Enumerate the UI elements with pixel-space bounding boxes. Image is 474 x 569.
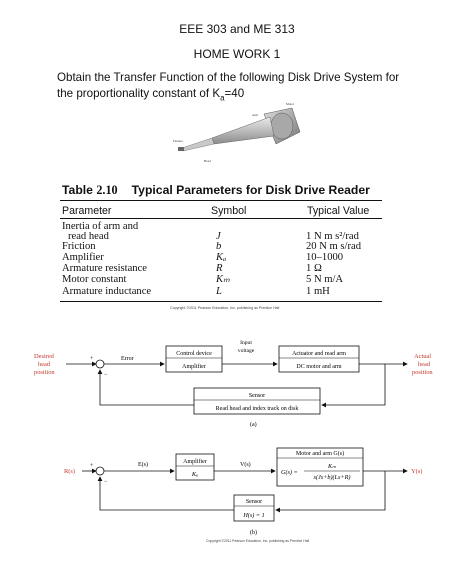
- row-value-6: 1 mH: [306, 286, 330, 297]
- column-symbol: Symbol: [211, 205, 247, 217]
- row-symbol-4: R: [216, 263, 223, 274]
- amplifier-label-b: Amplifier: [183, 458, 207, 465]
- assignment-title: HOME WORK 1: [193, 47, 281, 61]
- table-header-rule: [60, 218, 382, 219]
- motor-hub: [270, 112, 294, 140]
- problem-line-1: Obtain the Transfer Function of the foll…: [57, 71, 400, 84]
- error-label-b: E(s): [138, 461, 148, 468]
- sensor-title-a: Sensor: [249, 393, 265, 399]
- label-head: Head: [204, 159, 211, 163]
- voltage-label-b: V(s): [240, 461, 251, 468]
- dc-motor-label: DC motor and arm: [296, 364, 341, 370]
- sensor-tf-b: H(s) = 1: [242, 512, 264, 519]
- g-lhs-b: G(s) =: [281, 469, 298, 476]
- input-label-b: R(s): [64, 468, 75, 475]
- input-voltage-label-2: voltage: [238, 348, 255, 354]
- desired-label-2: head: [38, 361, 51, 368]
- row-param-6: Armature inductance: [62, 286, 152, 297]
- actuator-title: Actuator and read arm: [292, 351, 346, 357]
- amplifier-gain-b: Kₐ: [191, 471, 198, 478]
- amplifier-block-a: [165, 345, 223, 373]
- actuator-block-a: [278, 345, 360, 373]
- minus-sign-b: −: [104, 479, 108, 485]
- amplifier-label-a: Amplifier: [182, 363, 206, 370]
- desired-label-1: Desired: [34, 353, 55, 360]
- row-param-5: Motor constant: [62, 274, 127, 285]
- plus-sign-b: +: [90, 463, 94, 469]
- summing-junction-b: [95, 466, 105, 476]
- sensor-title-b: Sensor: [246, 499, 262, 505]
- column-parameter: Parameter: [62, 205, 112, 217]
- disk-drive-illustration: Motor Arm Flexure Head: [173, 102, 301, 163]
- problem-line-2: the proportionality constant of Ka=40: [57, 87, 245, 103]
- sensor-block-b: [233, 494, 275, 522]
- row-param-2: Friction: [62, 241, 96, 252]
- feedback-path-b-left: [97, 476, 234, 511]
- minus-sign-a: −: [104, 372, 108, 378]
- output-label-b: Y(s): [411, 468, 422, 475]
- flexure-shape: [181, 137, 215, 152]
- row-symbol-5: Kₘ: [216, 274, 230, 285]
- row-param-0: Inertia of arm and: [62, 221, 139, 232]
- motor-block-b: [276, 447, 364, 487]
- caption-a: (a): [250, 421, 257, 428]
- column-typical-value: Typical Value: [307, 205, 370, 217]
- plus-sign-a: +: [90, 356, 94, 362]
- feedback-path-b-right: [275, 471, 386, 513]
- summing-junction-a: [95, 359, 105, 369]
- row-value-4: 1 Ω: [306, 263, 322, 274]
- row-param-4: Armature resistance: [62, 263, 148, 274]
- caption-b: (b): [250, 529, 257, 536]
- actual-label-1: Actual: [414, 353, 431, 360]
- feedback-path-a-left: [97, 369, 194, 406]
- label-arm: Arm: [252, 113, 258, 117]
- block-diagram-a: Desired head position + − Error Control …: [34, 340, 433, 428]
- motor-title-b: Motor and arm G(s): [296, 450, 344, 457]
- head-shape: [178, 147, 184, 151]
- row-symbol-6: L: [216, 286, 222, 297]
- table-copyright: Copyright ©2011 Pearson Education, Inc. …: [170, 306, 280, 310]
- row-value-3: 10–1000: [306, 252, 344, 263]
- error-label-a: Error: [121, 356, 134, 362]
- table-bottom-rule: [60, 301, 382, 302]
- sensor-block-a: [193, 387, 321, 415]
- row-symbol-3: Kₐ: [216, 252, 227, 263]
- actual-label-3: position: [412, 369, 433, 376]
- feedback-path-a-right: [321, 364, 386, 408]
- label-motor: Motor: [286, 102, 295, 106]
- sensor-desc-a: Read head and index track on disk: [216, 406, 299, 412]
- row-value-5: 5 N m/A: [306, 274, 344, 285]
- control-device-title: Control device: [176, 351, 212, 357]
- row-value-2: 20 N m s/rad: [306, 241, 362, 252]
- amplifier-block-b: [175, 453, 215, 481]
- row-symbol-2: b: [216, 241, 222, 252]
- block-diagram-b: R(s) + − E(s) Amplifier Kₐ V(s) Motor an…: [64, 447, 422, 543]
- arm-shape: [211, 116, 275, 145]
- input-voltage-label-1: Input: [240, 340, 252, 346]
- g-numerator-b: Kₘ: [327, 463, 336, 470]
- problem-statement: Obtain the Transfer Function of the foll…: [57, 70, 437, 106]
- actual-label-2: head: [418, 361, 431, 368]
- row-param-3: Amplifier: [62, 252, 104, 263]
- diagram-copyright: Copyright ©2011 Pearson Education, Inc. …: [206, 539, 309, 543]
- row-param-1: read head: [68, 231, 109, 242]
- g-denominator-b: s(Js+b)(Ls+R): [314, 474, 351, 481]
- table-top-rule: [60, 200, 382, 201]
- row-symbol-1: J: [216, 231, 221, 242]
- label-flexure: Flexure: [173, 139, 183, 143]
- course-title: EEE 303 and ME 313: [179, 22, 295, 36]
- row-value-1: 1 N m s²/rad: [306, 231, 359, 242]
- desired-label-3: position: [34, 369, 55, 376]
